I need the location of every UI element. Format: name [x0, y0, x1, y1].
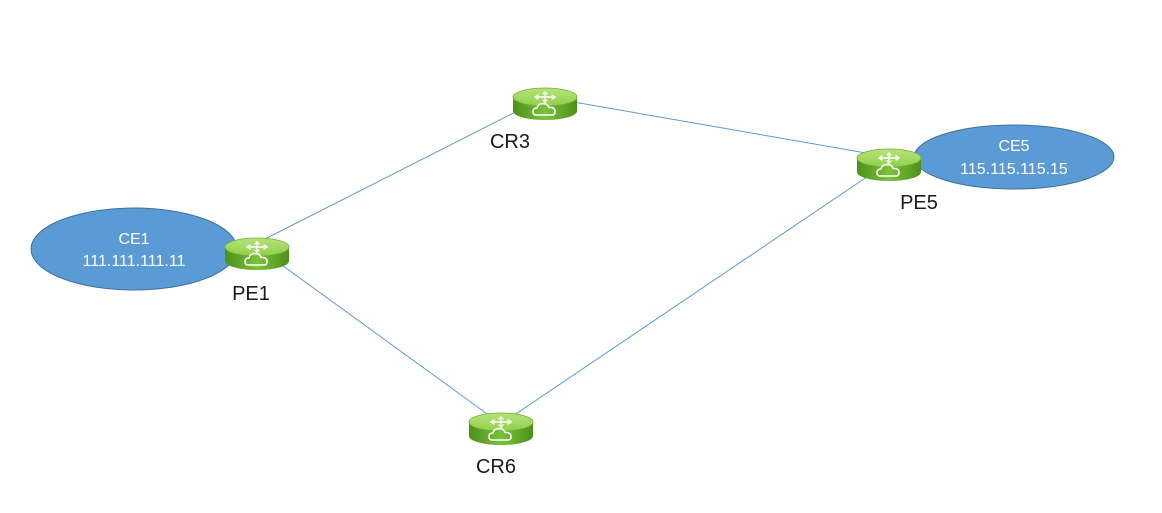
router-icon	[856, 148, 922, 182]
router-pe1[interactable]: PE1	[224, 237, 290, 305]
router-cr3[interactable]: CR3	[490, 87, 578, 153]
router-pe1-label: PE1	[232, 283, 270, 305]
router-cr3-label: CR3	[490, 131, 530, 153]
router-pe5-label: PE5	[900, 192, 938, 214]
ce1-address: 111.111.111.11	[83, 253, 186, 270]
link-cr6-pe5	[500, 161, 890, 425]
link-pe1-cr6	[256, 246, 502, 425]
ce1-ellipse	[30, 207, 238, 291]
router-pe5[interactable]: PE5	[856, 148, 938, 214]
router-cr6[interactable]: CR6	[468, 412, 534, 478]
ce1-node[interactable]: CE1 111.111.111.11	[30, 207, 238, 291]
ce5-node[interactable]: CE5 115.115.115.15	[913, 124, 1115, 190]
ce5-ellipse	[913, 124, 1115, 190]
router-icon	[512, 87, 578, 121]
router-icon	[468, 412, 534, 446]
ce1-name: CE1	[118, 231, 149, 248]
router-cr6-label: CR6	[476, 456, 516, 478]
ce5-address: 115.115.115.15	[960, 161, 1068, 178]
link-cr3-pe5	[544, 96, 890, 158]
ce5-name: CE5	[998, 138, 1029, 155]
router-icon	[224, 237, 290, 271]
link-pe1-cr3	[256, 96, 546, 244]
